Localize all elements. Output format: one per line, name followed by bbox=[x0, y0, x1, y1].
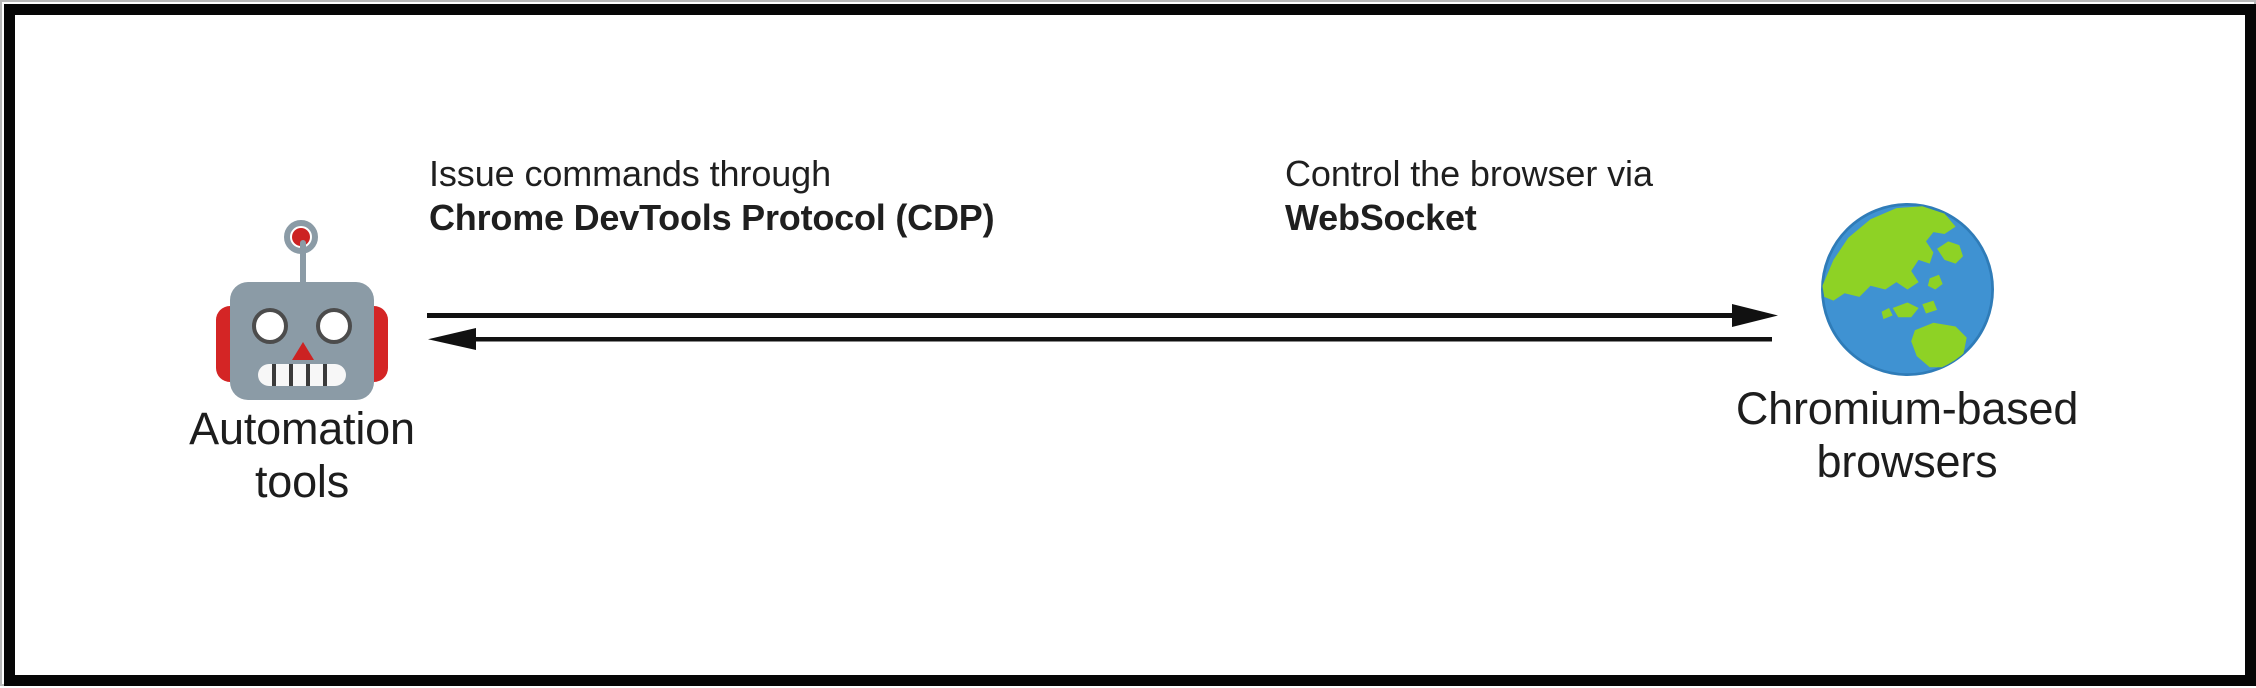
edge-label-cdp-line1: Issue commands through bbox=[429, 153, 832, 194]
robot-icon bbox=[202, 202, 402, 402]
robot-eye-left bbox=[252, 308, 288, 344]
robot-tooth-gap bbox=[289, 364, 293, 386]
node-chromium-browsers-label-line2: browsers bbox=[1816, 436, 1998, 488]
edge-label-websocket-line2: WebSocket bbox=[1285, 196, 1477, 238]
node-automation-tools: Automation tools bbox=[102, 202, 502, 508]
arrow-forward bbox=[427, 304, 1778, 327]
node-automation-tools-label-line1: Automation bbox=[189, 403, 415, 454]
edge-label-cdp: Issue commands through Chrome DevTools P… bbox=[429, 152, 995, 240]
robot-antenna-stem bbox=[300, 240, 306, 288]
robot-eye-right bbox=[316, 308, 352, 344]
edge-label-cdp-line2: Chrome DevTools Protocol (CDP) bbox=[429, 196, 995, 238]
node-chromium-browsers-label-line1: Chromium-based bbox=[1735, 383, 2079, 434]
bidirectional-arrow-group bbox=[422, 302, 1782, 357]
robot-tooth-gap bbox=[306, 364, 310, 386]
robot-nose bbox=[292, 342, 314, 360]
node-automation-tools-label-line2: tools bbox=[254, 456, 350, 508]
arrow-reverse bbox=[428, 328, 1772, 350]
edge-label-websocket-line1: Control the browser via bbox=[1285, 153, 1653, 194]
robot-tooth-gap bbox=[272, 364, 276, 386]
robot-mouth bbox=[258, 364, 346, 386]
node-chromium-browsers: Chromium-based browsers bbox=[1652, 197, 2162, 488]
edge-label-websocket: Control the browser via WebSocket bbox=[1285, 152, 1653, 240]
globe-icon bbox=[1815, 197, 2000, 382]
robot-tooth-gap bbox=[323, 364, 327, 386]
